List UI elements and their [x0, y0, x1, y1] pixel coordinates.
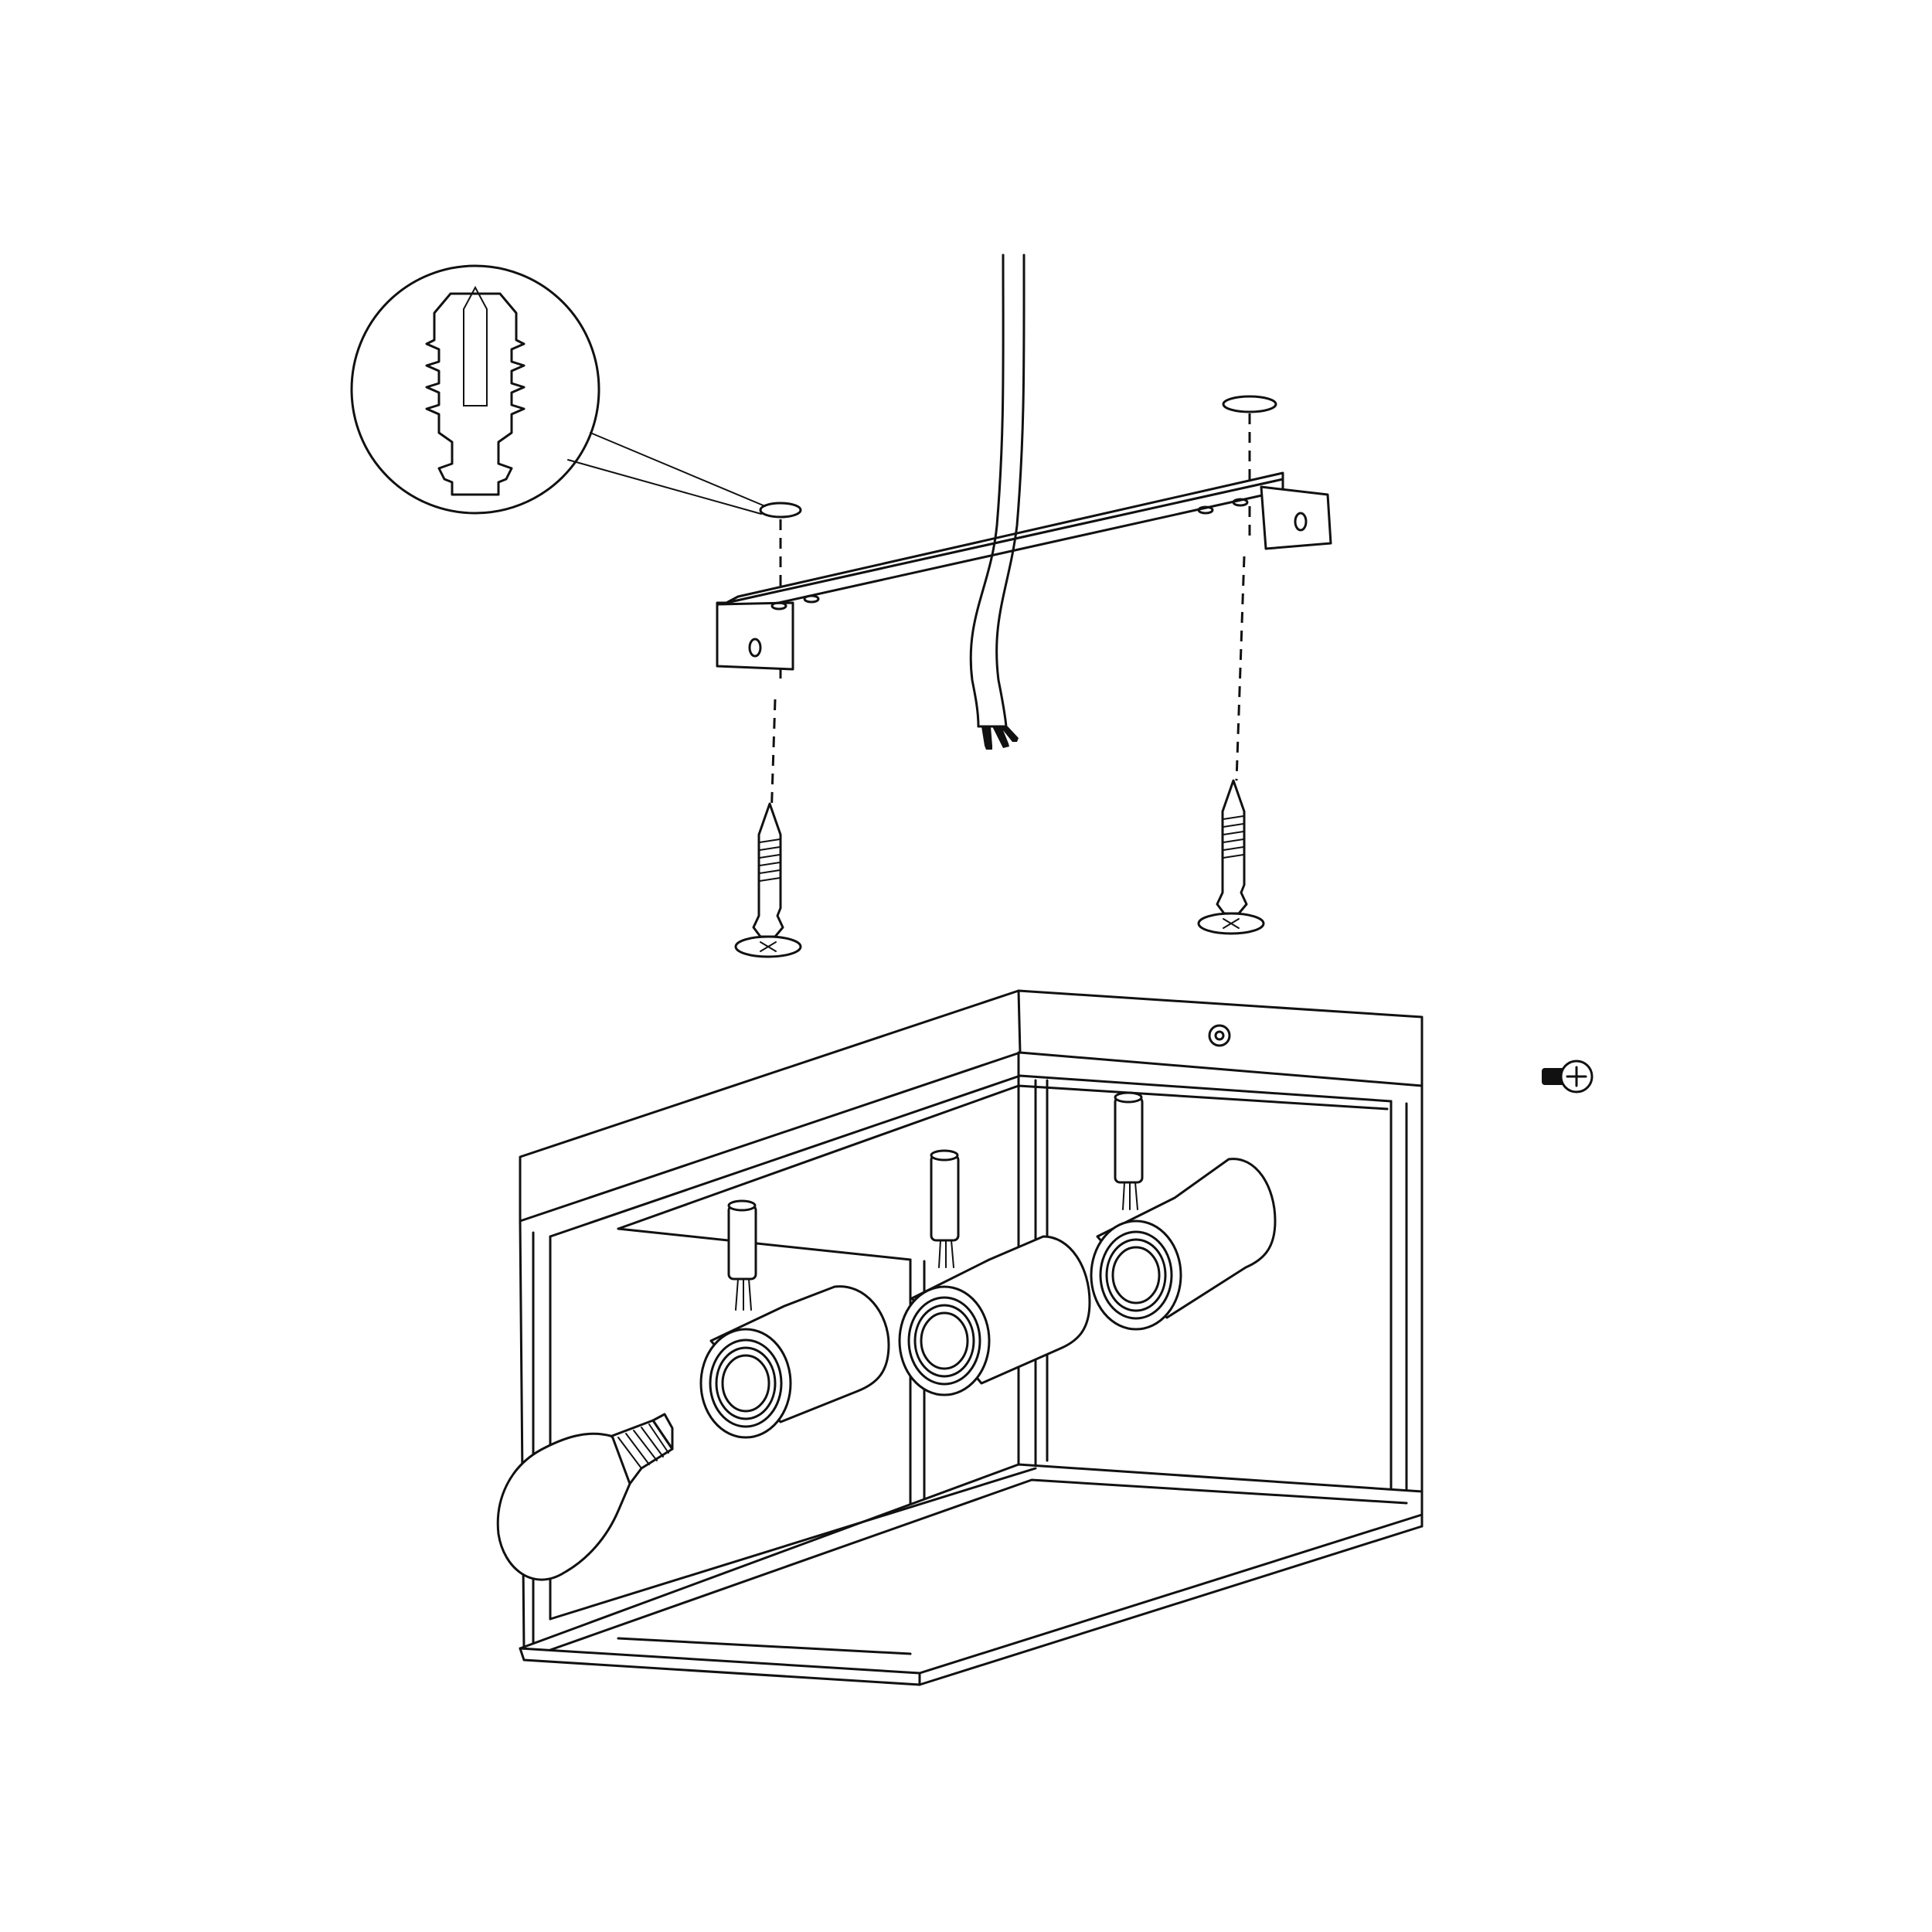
ceiling-hole-icon	[759, 502, 802, 519]
spotlight-head-icon	[699, 1199, 890, 1439]
wall-screw-icon	[1197, 779, 1265, 935]
spotlight-head-icon	[1090, 1091, 1277, 1331]
spotlight-head-icon	[898, 1149, 1091, 1396]
light-bulb-icon	[496, 1413, 674, 1581]
ceiling-hole-icon	[1222, 395, 1277, 413]
wall-plug-detail-icon	[350, 264, 766, 515]
spotlight-fixture-frame-icon	[519, 989, 1423, 1686]
alignment-line	[770, 413, 1251, 820]
fixing-screw-icon	[1542, 1060, 1594, 1094]
power-cable-icon	[969, 253, 1026, 750]
wall-screw-icon	[734, 802, 802, 958]
mounting-bracket-icon	[716, 471, 1332, 671]
